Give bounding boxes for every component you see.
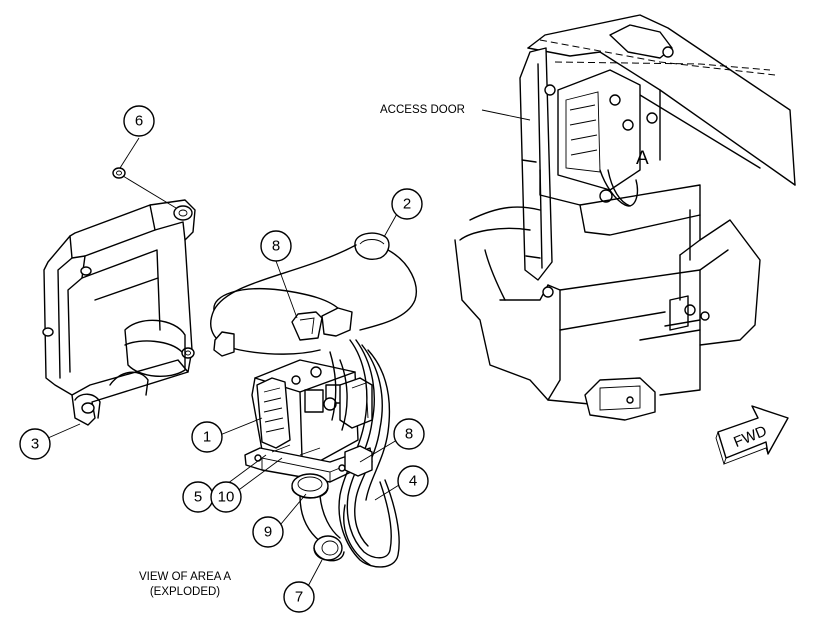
clip-upper bbox=[213, 307, 353, 357]
callout-8-lower-number: 8 bbox=[405, 426, 413, 443]
callout-2-number: 2 bbox=[403, 196, 411, 213]
callout-7: 7 bbox=[283, 581, 315, 613]
grommet bbox=[291, 473, 341, 546]
callout-1: 1 bbox=[191, 421, 223, 453]
callout-5: 5 bbox=[182, 481, 214, 513]
access-door-label: ACCESS DOOR bbox=[380, 104, 465, 116]
callout-7-number: 7 bbox=[295, 589, 303, 606]
callout-6-number: 6 bbox=[135, 113, 143, 130]
forward-arrow-icon: FWD bbox=[715, 405, 789, 465]
callout-2: 2 bbox=[391, 188, 423, 220]
callout-5-number: 5 bbox=[194, 489, 202, 506]
view-caption-line1: VIEW OF AREA A bbox=[139, 571, 231, 583]
callout-4-number: 4 bbox=[409, 473, 417, 490]
clip-lower bbox=[344, 445, 373, 477]
callout-1-number: 1 bbox=[203, 429, 211, 446]
callout-9-number: 9 bbox=[264, 524, 272, 541]
cable-grommet bbox=[313, 535, 345, 562]
view-caption-line2: (EXPLODED) bbox=[150, 586, 220, 598]
callout-3: 3 bbox=[19, 428, 51, 460]
callout-8-lower: 8 bbox=[393, 418, 425, 450]
callout-9: 9 bbox=[252, 516, 284, 548]
washer bbox=[112, 167, 177, 209]
callout-10: 10 bbox=[210, 481, 242, 513]
callout-6: 6 bbox=[123, 105, 155, 137]
callout-10-number: 10 bbox=[218, 489, 235, 506]
access-door-leader bbox=[481, 109, 531, 121]
cover-plate bbox=[42, 199, 196, 426]
sensor-with-cable bbox=[210, 232, 417, 355]
callout-3-number: 3 bbox=[31, 436, 39, 453]
control-module bbox=[244, 359, 373, 483]
area-a-label: A bbox=[636, 148, 649, 169]
machine-view bbox=[454, 14, 796, 421]
callout-4: 4 bbox=[397, 465, 429, 497]
wire-harness bbox=[329, 339, 400, 568]
callout-8-upper: 8 bbox=[260, 230, 292, 262]
callout-8-upper-number: 8 bbox=[272, 238, 280, 255]
